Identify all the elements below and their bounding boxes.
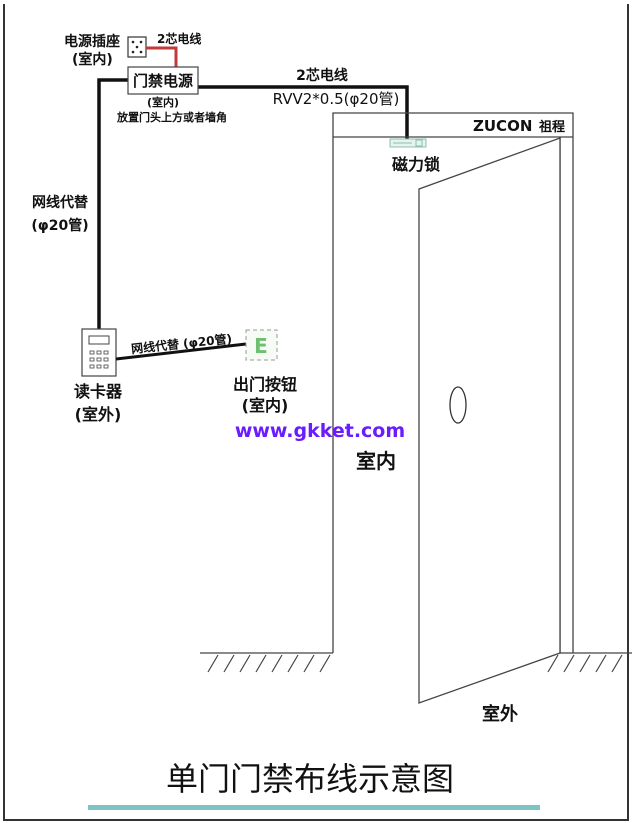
socket-wire-label: 2芯电线 bbox=[157, 31, 201, 46]
reader-wire-spec: (φ20管) bbox=[31, 217, 88, 234]
card-reader-label: 读卡器 bbox=[74, 382, 123, 401]
socket-location: (室内) bbox=[72, 51, 113, 68]
brand-cn: 祖程 bbox=[538, 119, 565, 135]
power-socket-icon bbox=[127, 36, 147, 58]
socket-wire bbox=[146, 46, 178, 67]
reader-wire-label: 网线代替 bbox=[32, 194, 89, 211]
magnetic-lock-icon bbox=[389, 138, 427, 148]
exit-button-glyph: E bbox=[254, 334, 268, 358]
outdoor-label: 室外 bbox=[482, 703, 518, 725]
outer-frame bbox=[3, 4, 629, 821]
power-supply-note: 放置门头上方或者墙角 bbox=[116, 110, 227, 124]
main-wire-spec: RVV2*0.5(φ20管) bbox=[273, 90, 400, 108]
socket-label: 电源插座 bbox=[64, 33, 120, 50]
watermark: www.gkket.com bbox=[235, 420, 405, 442]
exit-button-label: 出门按钮 bbox=[233, 375, 297, 394]
title-underline bbox=[88, 805, 540, 810]
power-supply-location: (室内) bbox=[147, 95, 179, 109]
page-title: 单门门禁布线示意图 bbox=[166, 760, 454, 798]
lock-wire bbox=[198, 85, 409, 139]
floor-hatch bbox=[200, 652, 632, 673]
magnetic-lock-label: 磁力锁 bbox=[392, 155, 440, 174]
brand-logo: ZUCON bbox=[473, 117, 532, 135]
card-reader-location: (室外) bbox=[75, 405, 122, 424]
reader-wire bbox=[97, 78, 128, 330]
door-handle bbox=[449, 386, 467, 424]
button-wire bbox=[115, 342, 247, 361]
exit-button-icon bbox=[245, 329, 278, 361]
main-wire-label: 2芯电线 bbox=[296, 67, 348, 84]
indoor-label: 室内 bbox=[356, 449, 396, 473]
exit-button-location: (室内) bbox=[242, 396, 289, 415]
card-reader-icon bbox=[81, 328, 117, 377]
power-supply-box bbox=[127, 66, 199, 95]
power-supply-label: 门禁电源 bbox=[133, 72, 193, 90]
door-leaf bbox=[418, 137, 561, 704]
